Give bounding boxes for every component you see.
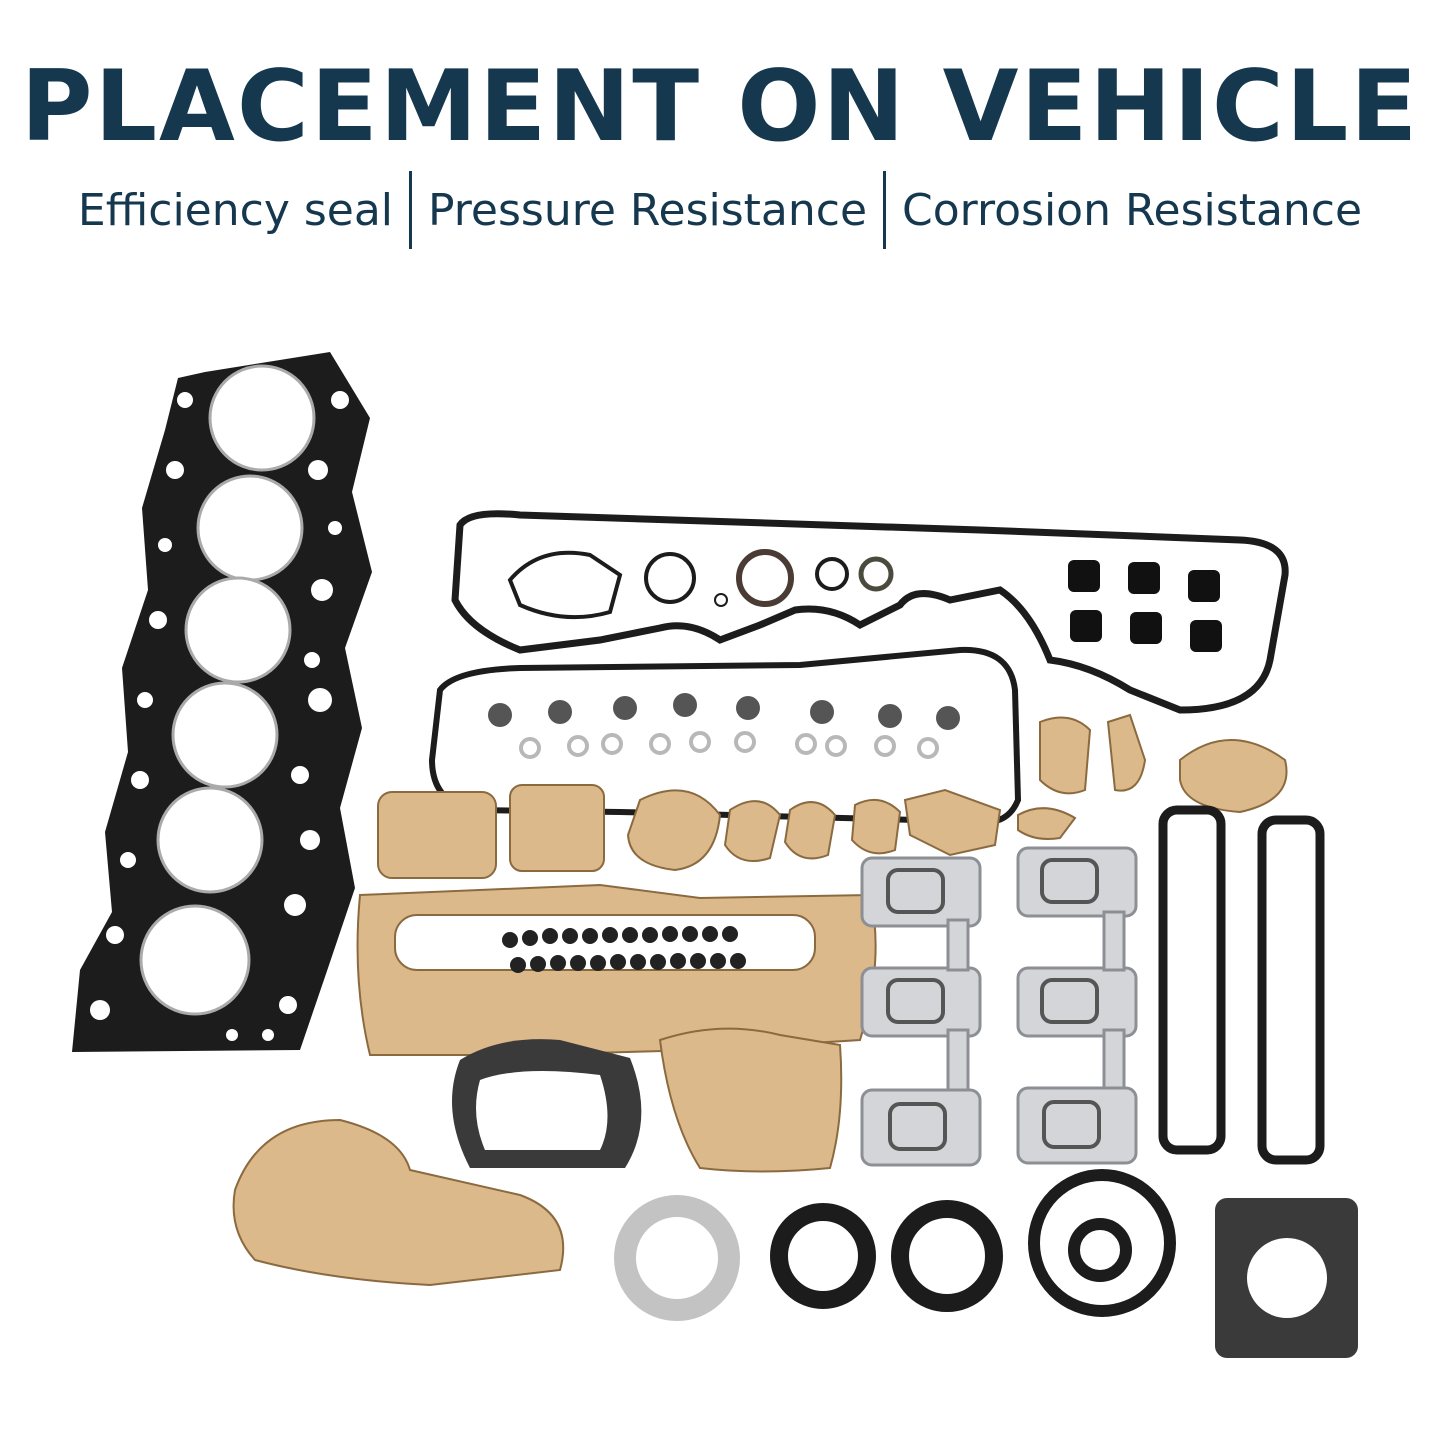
head-gasket	[72, 352, 372, 1052]
feature-divider	[883, 171, 887, 249]
feature-pressure-resistance: Pressure Resistance	[428, 184, 868, 236]
feature-efficiency-seal: Efficiency seal	[77, 184, 394, 236]
black-gaskets	[452, 1039, 1358, 1358]
intake-gaskets	[1158, 805, 1325, 1165]
injector-seals	[1068, 560, 1222, 652]
paper-gaskets	[232, 713, 1288, 1287]
grommets	[488, 693, 960, 759]
valve-cover-gasket	[428, 510, 1289, 826]
feature-corrosion-resistance: Corrosion Resistance	[902, 184, 1363, 236]
valve-stem-seals	[502, 926, 746, 973]
page-title: PLACEMENT ON VEHICLE	[20, 50, 1420, 164]
o-rings	[507, 549, 894, 620]
gasket-kit-photo	[72, 352, 1358, 1358]
exhaust-gaskets	[860, 846, 1138, 1167]
oil-seals	[614, 1169, 1176, 1321]
feature-bar: Efficiency seal Pressure Resistance Corr…	[0, 170, 1440, 250]
feature-divider	[409, 171, 413, 249]
